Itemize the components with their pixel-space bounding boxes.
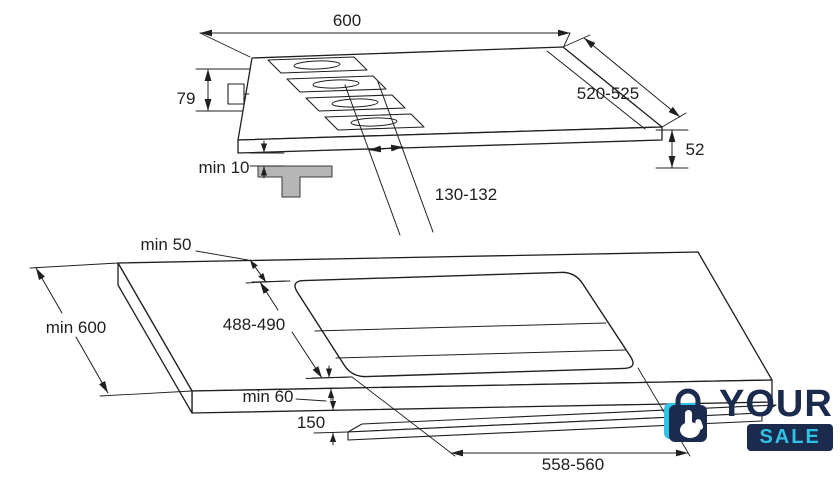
- bag-handle: [675, 388, 701, 412]
- dim-hob-depth: 520-525: [562, 34, 687, 128]
- logo-text: YOUR SALE: [719, 383, 833, 451]
- dim-label-cutout-depth: 488-490: [223, 315, 285, 334]
- dim-label-cutout-width: 558-560: [542, 455, 604, 474]
- dim-front-gap: min 60: [242, 365, 353, 406]
- dim-label-hob-height-left: 79: [177, 89, 196, 108]
- dimension-line: [35, 267, 63, 314]
- dim-label-hob-width: 600: [333, 11, 361, 30]
- dim-bottom-clearance: min 10: [198, 140, 285, 179]
- yoursale-logo: YOUR SALE: [660, 383, 833, 451]
- burner-4: [350, 117, 398, 127]
- dimension-line: [291, 331, 323, 379]
- dim-label-shelf-clearance: 150: [297, 413, 325, 432]
- dimension-line: [75, 336, 109, 394]
- extension-line: [29, 262, 119, 269]
- burner-grate-1: [267, 56, 368, 74]
- burner-3: [331, 98, 379, 108]
- shopping-bag-click-icon: [664, 388, 707, 442]
- worktop-left-face: [117, 262, 193, 414]
- mounting-bracket: [257, 165, 333, 198]
- leader-line: [195, 250, 249, 261]
- dim-label-back-gap: min 50: [140, 235, 191, 254]
- dim-label-bottom-clearance: min 10: [198, 158, 249, 177]
- gas-connection: [227, 83, 245, 105]
- burner-grate-2: [286, 75, 387, 93]
- hand-palm: [680, 422, 700, 438]
- dim-burner-offset: 130-132: [344, 81, 497, 236]
- dim-label-hob-depth: 520-525: [577, 84, 639, 103]
- extension-line: [251, 280, 291, 283]
- hob-front-face: [237, 126, 663, 154]
- worktop-drawing: min 50 min 600 488-490 min 60: [29, 235, 777, 474]
- burner-grate-4: [324, 113, 425, 131]
- dim-label-hob-edge-height: 52: [686, 140, 705, 159]
- extension-line: [99, 390, 193, 397]
- extension-line: [562, 34, 591, 48]
- dimension-line: [249, 259, 267, 283]
- dim-label-worktop-depth: min 600: [46, 318, 106, 337]
- dim-worktop-depth: min 600: [29, 262, 193, 397]
- hob-drawing: 600 520-525 79 52 min: [177, 11, 705, 236]
- dim-hob-width: 600: [199, 11, 571, 58]
- leader-line: [295, 398, 327, 402]
- dimension-line: [583, 37, 681, 118]
- extension-line: [351, 376, 456, 457]
- logo-word-sale: SALE: [747, 424, 833, 451]
- dim-shelf-clearance: 150: [297, 397, 349, 446]
- dim-back-gap: min 50: [140, 235, 287, 284]
- dim-hob-edge-height: 52: [655, 129, 705, 169]
- logo-word-your: YOUR: [719, 383, 833, 425]
- dim-label-front-gap: min 60: [242, 387, 293, 406]
- projection-line: [344, 84, 401, 236]
- dim-hob-height-left: 79: [177, 68, 251, 112]
- cutout-outline: [294, 271, 634, 378]
- cutout-inner-edge: [335, 349, 626, 359]
- burner-2: [312, 79, 360, 89]
- burner-grate-3: [305, 94, 406, 112]
- tick-line: [313, 431, 349, 434]
- cutout-inner-edge: [314, 322, 607, 332]
- dimension-line: [259, 281, 279, 311]
- dimension-line: [368, 144, 404, 153]
- extension-line: [199, 32, 251, 58]
- dim-label-burner-offset: 130-132: [435, 185, 497, 204]
- shelf-board-front: [347, 412, 763, 441]
- projection-line: [377, 81, 434, 233]
- hand-thumb: [695, 419, 704, 430]
- burner-1: [293, 60, 341, 70]
- extension-line: [661, 112, 687, 128]
- hand-finger: [685, 410, 692, 426]
